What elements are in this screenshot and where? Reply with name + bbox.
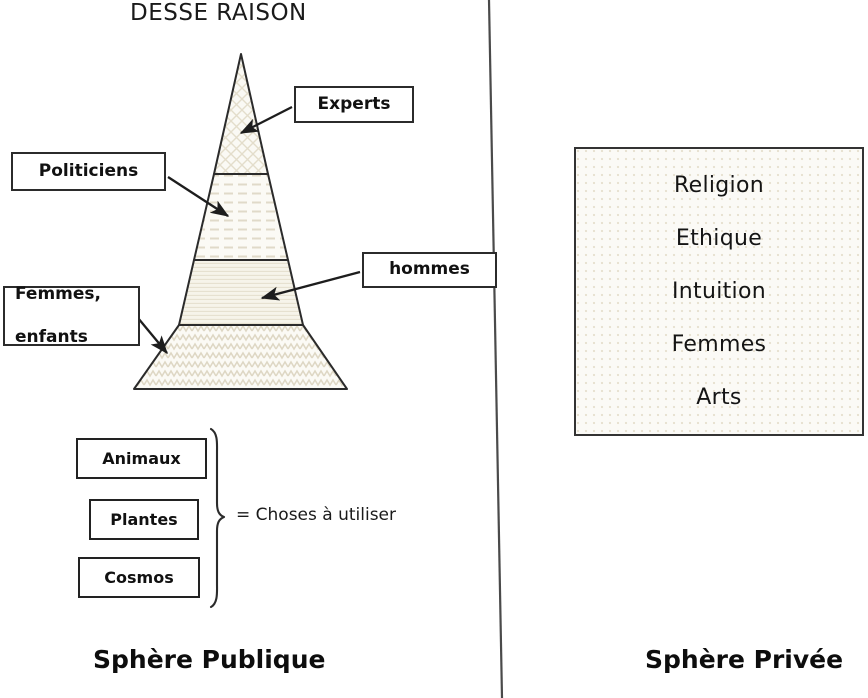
private-item-femmes: Femmes [671, 332, 767, 357]
private-item-intuition: Intuition [672, 279, 766, 304]
callout-hommes-label: hommes [389, 259, 470, 280]
callout-hommes[interactable]: hommes [362, 252, 497, 288]
sphere-divider [487, 0, 504, 698]
usable-item-cosmos-label: Cosmos [104, 568, 174, 587]
callout-politiciens-label: Politiciens [38, 160, 139, 181]
callout-arrows [137, 105, 361, 355]
callout-politiciens[interactable]: Politiciens [11, 152, 166, 191]
callout-experts-label: Experts [317, 93, 391, 114]
arrow-hommes [260, 270, 361, 301]
usable-item-plantes[interactable]: Plantes [89, 499, 199, 540]
callout-femmes-enfants[interactable]: Femmes, enfants [3, 284, 140, 347]
pyramid-band-politiciens [193, 173, 289, 261]
usable-item-animaux-label: Animaux [102, 449, 181, 468]
pyramid-band-femmes-enfants [133, 324, 348, 390]
private-item-ethique: Ethique [675, 226, 763, 251]
usable-item-plantes-label: Plantes [110, 510, 178, 529]
usable-group-brace [209, 427, 226, 609]
callout-femmes-enfants-line1: Femmes, [15, 284, 101, 305]
arrow-politiciens [167, 176, 230, 217]
callout-femmes-enfants-text: Femmes, enfants [15, 263, 101, 369]
pyramid-band-hommes [178, 259, 304, 326]
arrow-experts [239, 105, 293, 135]
usable-item-animaux[interactable]: Animaux [76, 438, 207, 479]
sphere-private-title: Sphère Privée [645, 645, 844, 674]
callout-experts[interactable]: Experts [294, 86, 414, 123]
private-item-arts: Arts [696, 385, 742, 410]
usable-group-caption: = Choses à utiliser [236, 505, 397, 525]
private-item-religion: Religion [674, 173, 764, 198]
private-sphere-panel: Religion Ethique Intuition Femmes Arts [574, 147, 864, 436]
page-title: DESSE RAISON [130, 0, 307, 26]
arrow-femmes-enfants [137, 317, 168, 355]
callout-femmes-enfants-line2: enfants [15, 326, 88, 347]
sphere-public-title: Sphère Publique [93, 645, 326, 674]
pyramid-band-experts [213, 53, 269, 175]
usable-item-cosmos[interactable]: Cosmos [78, 557, 200, 598]
